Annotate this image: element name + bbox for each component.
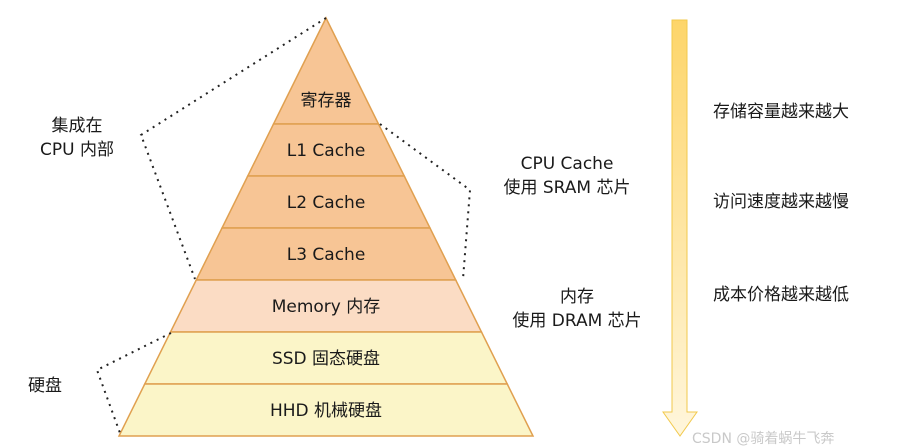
cpu-cache-line2: 使用 SRAM 芯片 [503, 178, 631, 198]
cpu-cache-label: CPU Cache 使用 SRAM 芯片 [472, 152, 662, 200]
pyramid-level-label: Memory 内存 [272, 297, 381, 317]
cpu-internal-line2: CPU 内部 [40, 140, 114, 160]
cpu-internal-bracket [139, 17, 327, 280]
watermark: CSDN @骑着蜗牛飞奔 [692, 431, 835, 447]
pyramid-level-label: L1 Cache [287, 141, 366, 161]
capacity-trend-label: 存储容量越来越大 [713, 102, 849, 122]
pyramid-level-7 [117, 383, 535, 437]
disk-label: 硬盘 [28, 374, 62, 398]
pyramid-level-label: HHD 机械硬盘 [270, 401, 382, 421]
memory-label: 内存 使用 DRAM 芯片 [482, 285, 672, 333]
pyramid-level-label: 寄存器 [301, 91, 352, 111]
bracket-lines [95, 17, 472, 434]
memory-line1: 内存 [560, 287, 594, 307]
pyramid-level-label: L2 Cache [287, 193, 366, 213]
cost-trend-label: 成本价格越来越低 [713, 285, 849, 305]
memory-line2: 使用 DRAM 芯片 [512, 311, 642, 331]
disk-line1: 硬盘 [28, 376, 62, 396]
disk-bracket [95, 332, 172, 434]
pyramid-level-label: SSD 固态硬盘 [272, 349, 380, 369]
cpu-cache-line1: CPU Cache [520, 154, 614, 174]
cpu-internal-label: 集成在 CPU 内部 [32, 114, 122, 162]
speed-trend-label: 访问速度越来越慢 [713, 192, 849, 212]
cpu-internal-line1: 集成在 [51, 116, 103, 136]
down-arrow [662, 19, 698, 437]
pyramid-level-label: L3 Cache [287, 245, 366, 265]
